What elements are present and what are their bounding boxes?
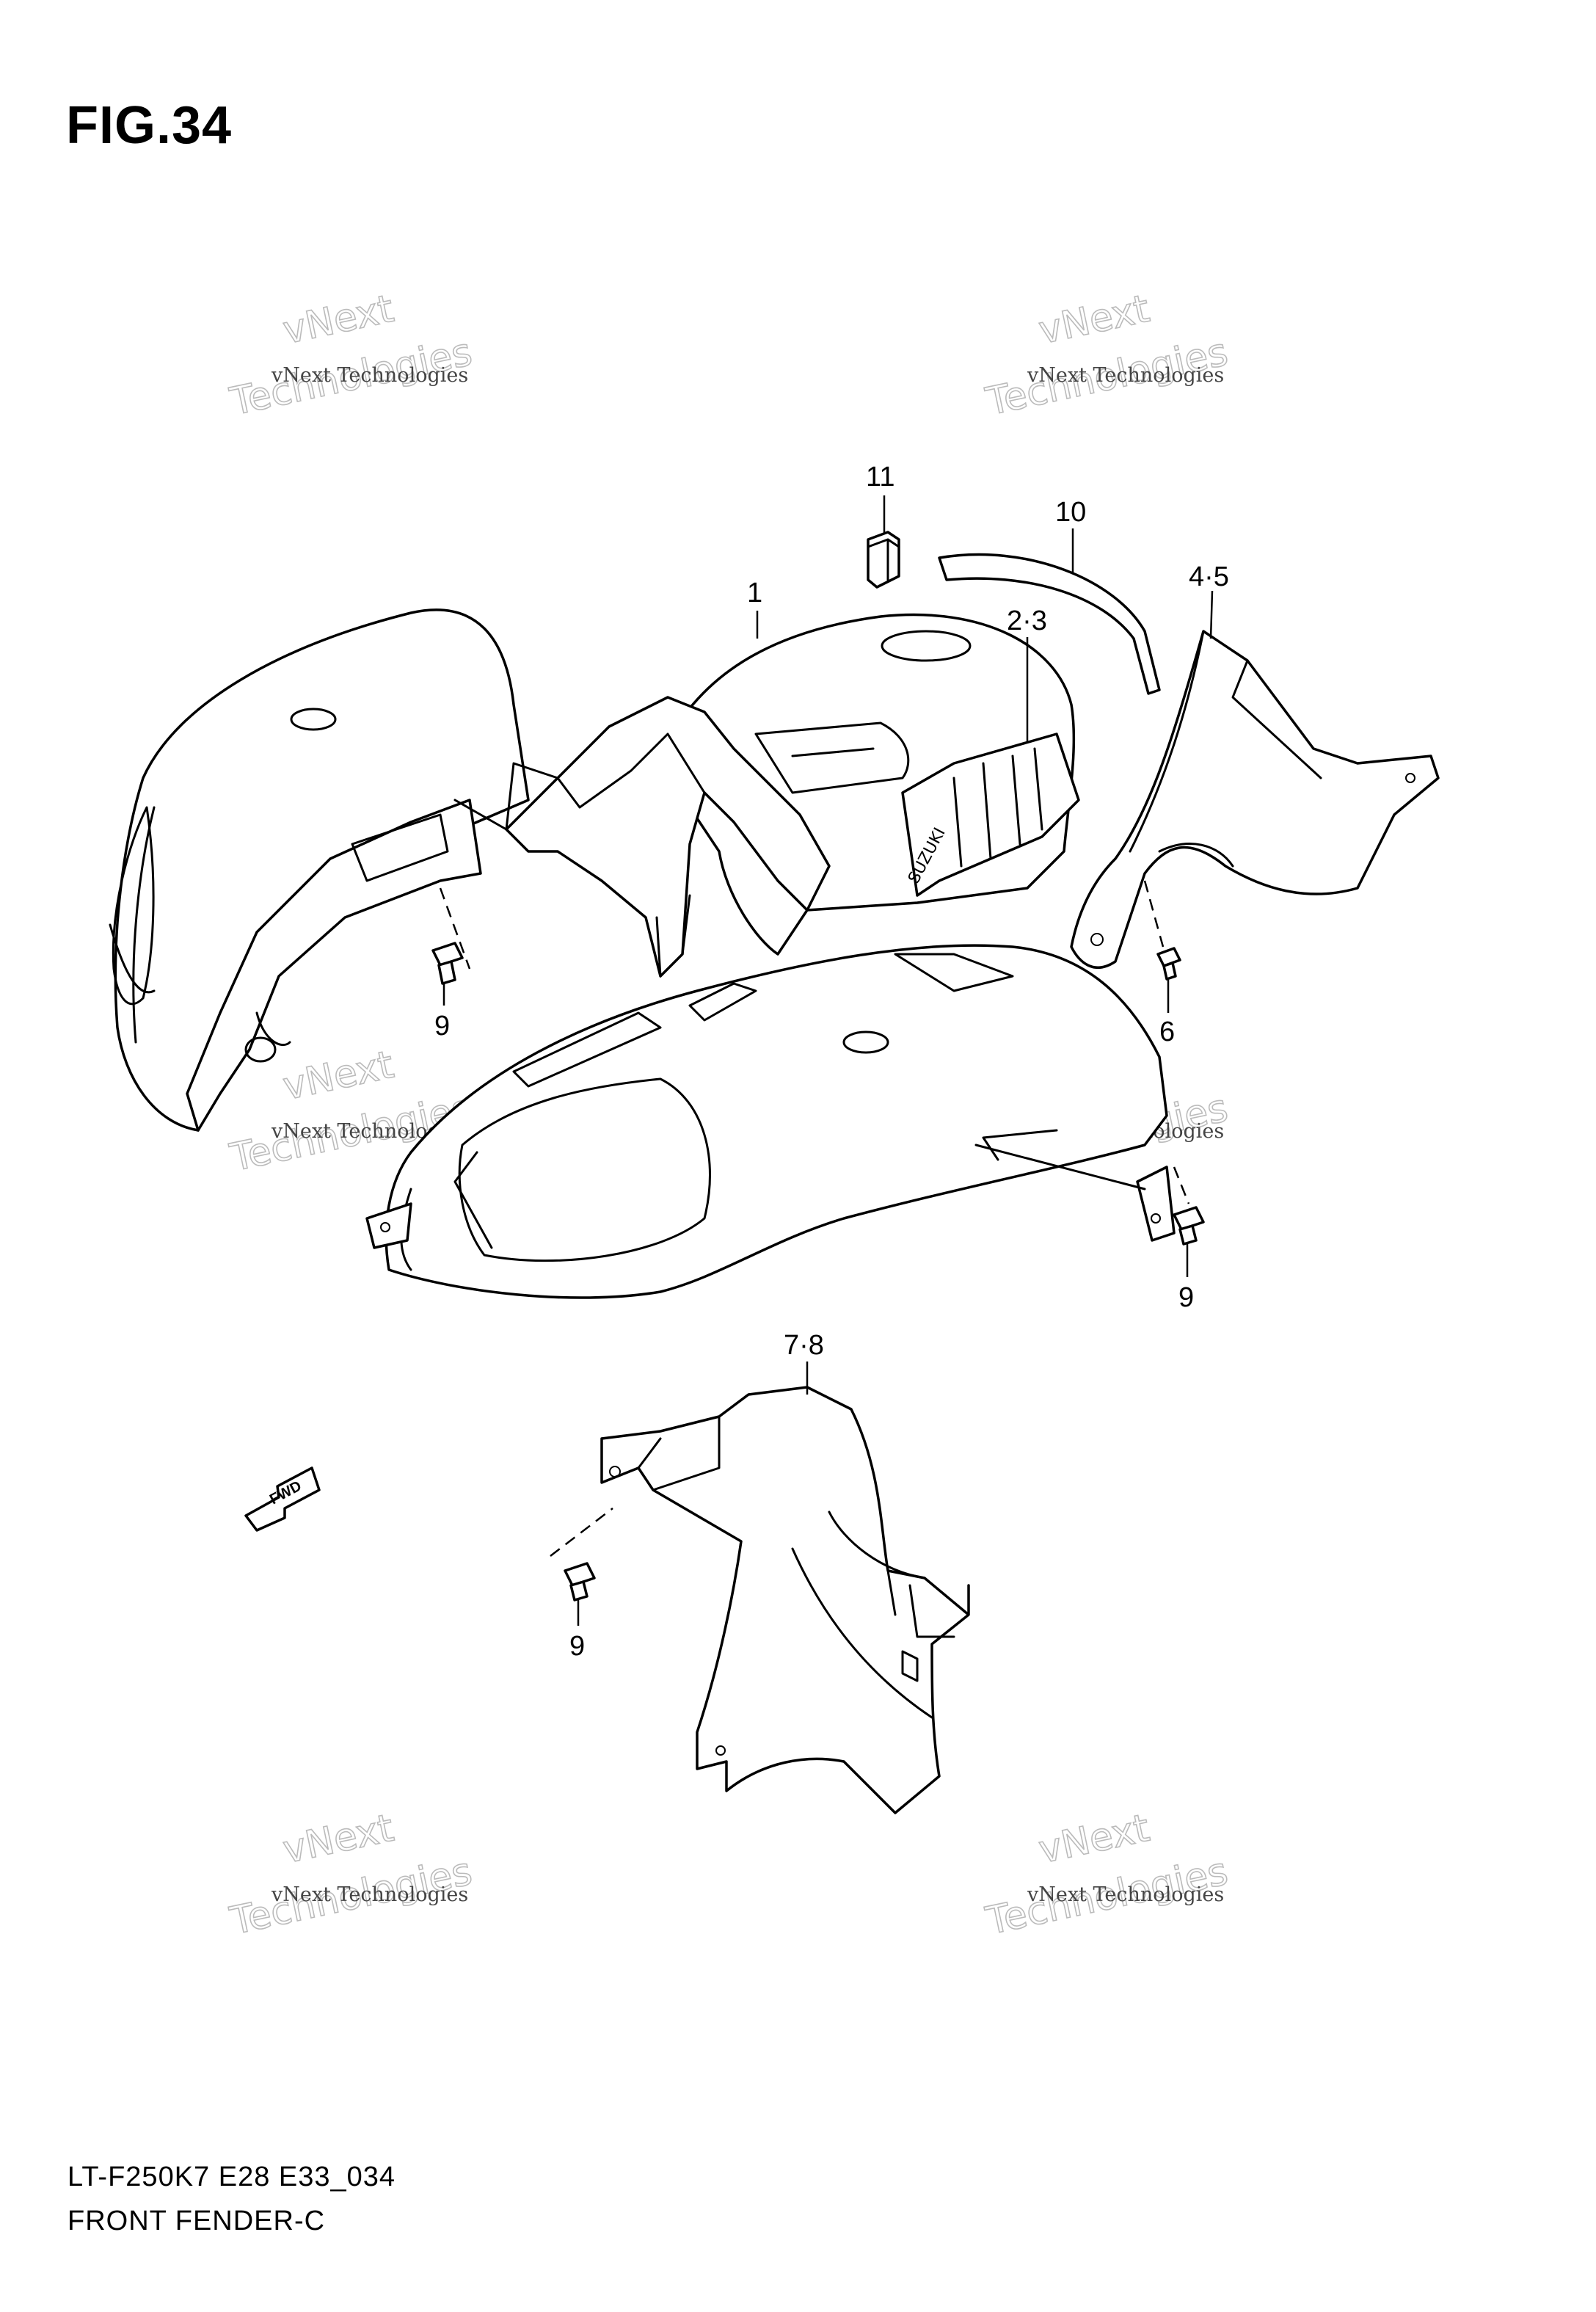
fastener-9b bbox=[1173, 1206, 1205, 1246]
mount-line-9b bbox=[1173, 1166, 1190, 1204]
front-fender-part-1 bbox=[109, 608, 1176, 1299]
leader-4-5 bbox=[1209, 590, 1214, 639]
callout-4-5: 4·5 bbox=[1189, 561, 1229, 592]
callout-1: 1 bbox=[747, 578, 762, 608]
watermark: vNext Technologies vNext Technologies bbox=[225, 286, 476, 425]
callout-9c: 9 bbox=[569, 1631, 585, 1662]
callout-9b: 9 bbox=[1178, 1282, 1194, 1313]
svg-text:vNext Technologies: vNext Technologies bbox=[1027, 1883, 1224, 1906]
watermark: vNext Technologies vNext Technologies bbox=[225, 1806, 476, 1944]
trim-strip-part-10 bbox=[938, 553, 1161, 695]
svg-text:vNext Technologies: vNext Technologies bbox=[271, 364, 468, 387]
figure-name: FRONT FENDER-C bbox=[68, 2206, 326, 2236]
pad-part-11 bbox=[867, 531, 900, 589]
callout-11: 11 bbox=[866, 462, 894, 492]
mount-line-6 bbox=[1143, 880, 1165, 948]
fastener-9c bbox=[564, 1562, 596, 1602]
callout-7-8: 7·8 bbox=[784, 1330, 824, 1361]
emblem-part-2-3: SUZUKI bbox=[901, 733, 1080, 897]
svg-text:vNext: vNext bbox=[1035, 287, 1154, 353]
callout-6: 6 bbox=[1159, 1017, 1175, 1047]
fastener-6 bbox=[1156, 947, 1181, 981]
svg-text:vNext Technologies: vNext Technologies bbox=[271, 1883, 468, 1906]
svg-text:vNext: vNext bbox=[280, 1806, 398, 1872]
svg-text:vNext: vNext bbox=[280, 1043, 398, 1109]
mud-flap-part-7-8 bbox=[600, 1386, 970, 1814]
mount-line-9c bbox=[550, 1508, 613, 1557]
fastener-9a bbox=[431, 942, 464, 985]
fwd-arrow-icon: FWD bbox=[244, 1466, 321, 1532]
watermark: vNext Technologies vNext Technologies bbox=[981, 1806, 1232, 1944]
watermark: vNext Technologies vNext Technologies bbox=[981, 286, 1232, 425]
svg-text:vNext: vNext bbox=[1035, 1806, 1154, 1872]
model-code: LT-F250K7 E28 E33_034 bbox=[68, 2162, 396, 2192]
side-cover-part-4-5 bbox=[1070, 630, 1440, 970]
callout-9a: 9 bbox=[434, 1011, 450, 1042]
callout-2-3: 2·3 bbox=[1007, 606, 1047, 636]
figure-title: FIG.34 bbox=[66, 96, 233, 155]
callout-10: 10 bbox=[1055, 497, 1086, 528]
svg-text:vNext: vNext bbox=[280, 287, 398, 353]
mount-line-9a bbox=[439, 887, 471, 970]
svg-text:vNext Technologies: vNext Technologies bbox=[1027, 364, 1224, 387]
